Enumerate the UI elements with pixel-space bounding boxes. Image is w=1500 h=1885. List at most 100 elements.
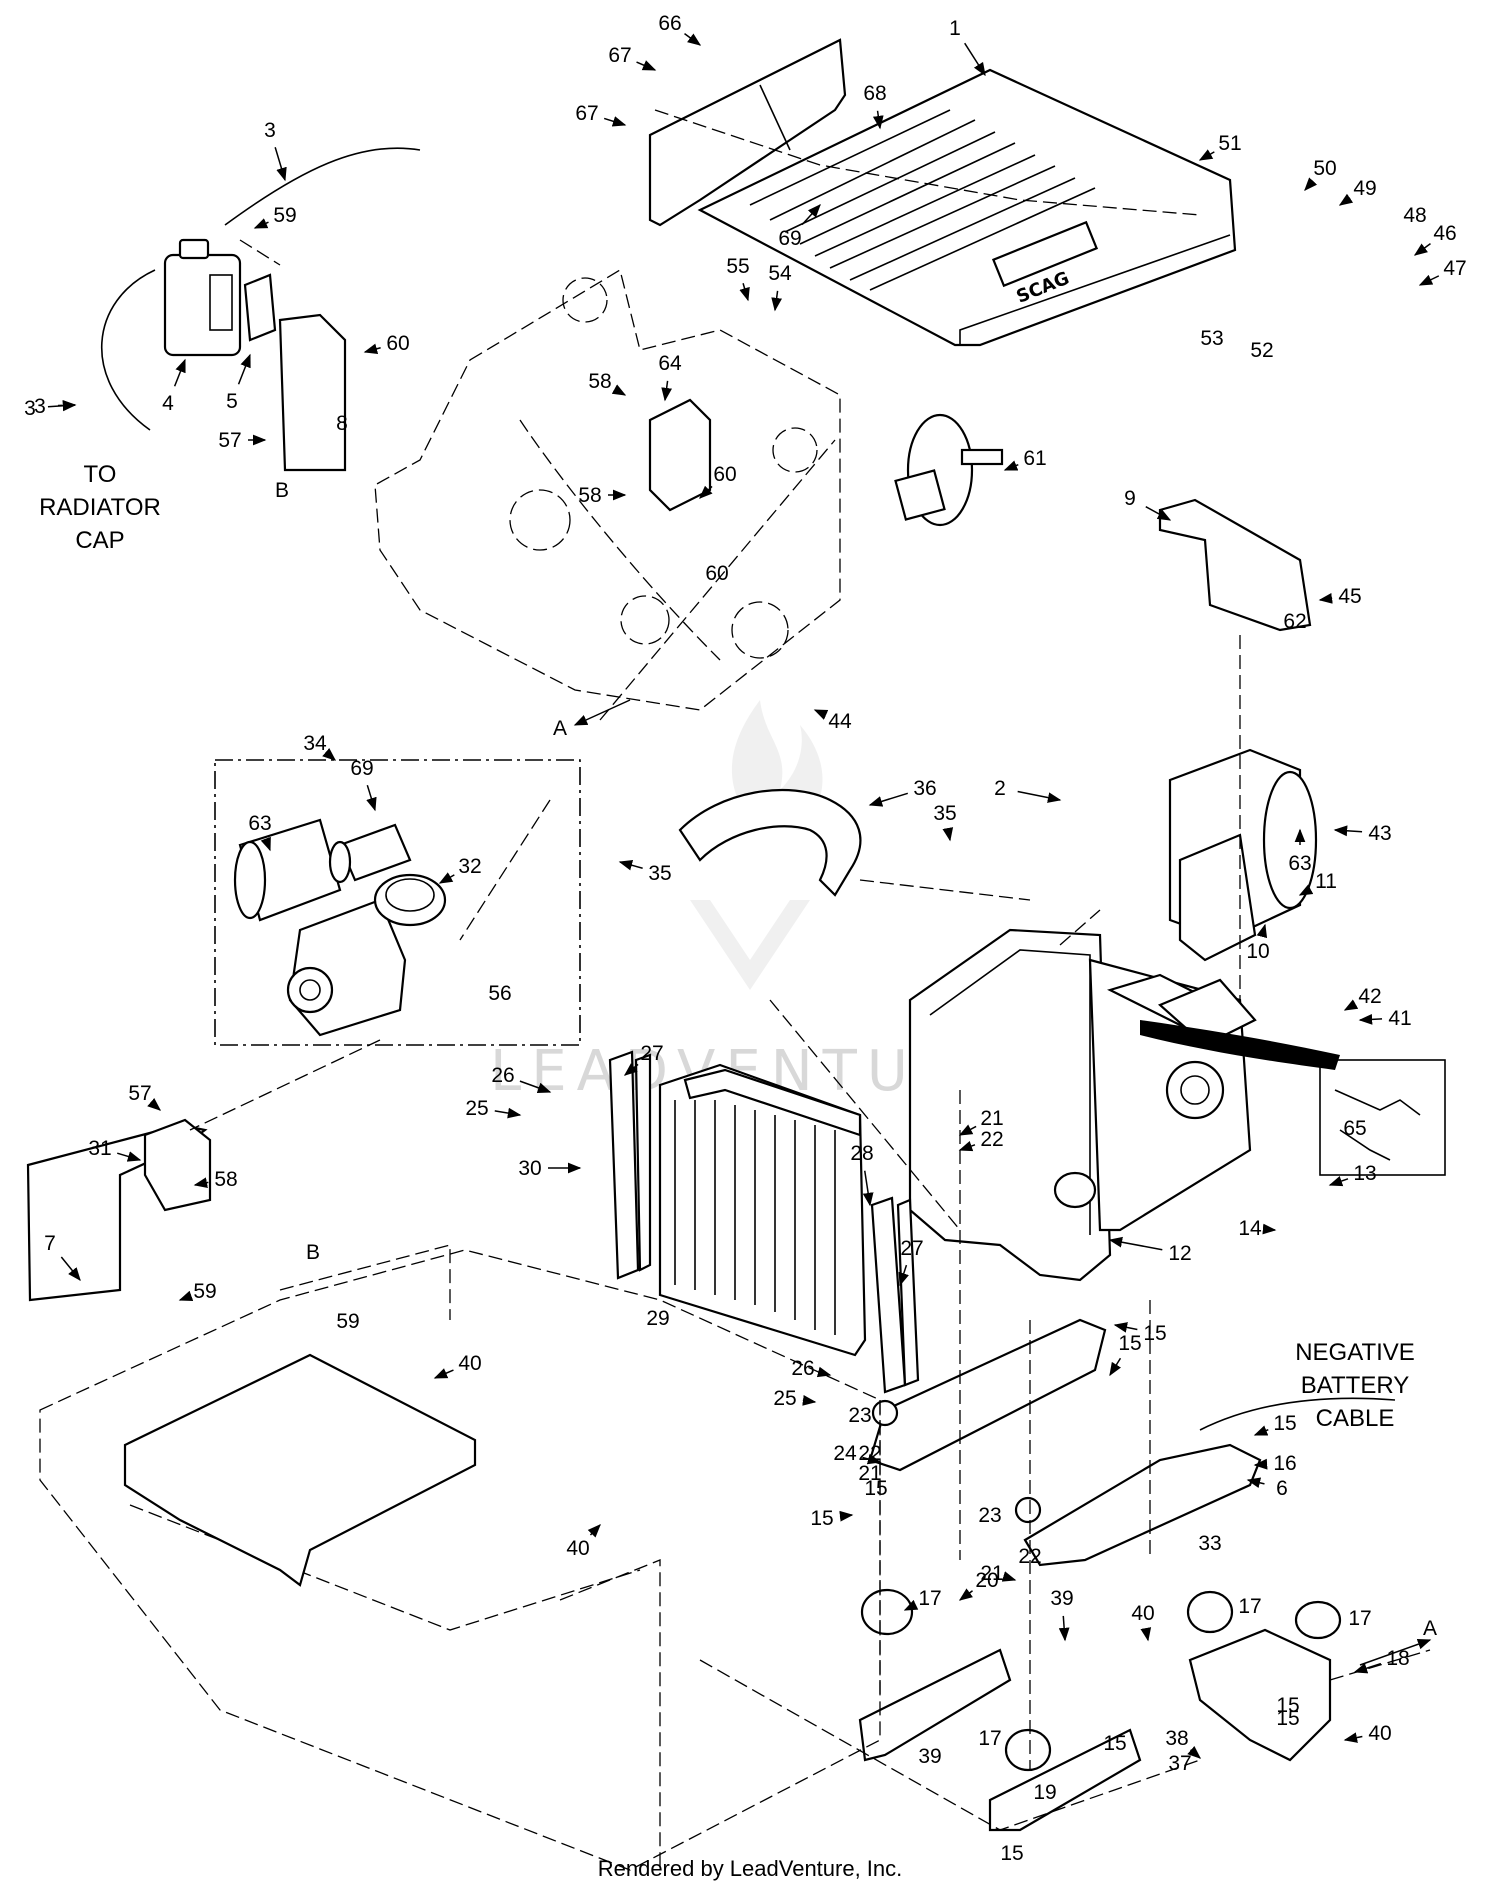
callout-leader [1145, 506, 1172, 521]
callout-label: 63 [248, 812, 271, 835]
callout-label: 29 [646, 1307, 669, 1330]
callout-2: 2 [994, 777, 1062, 803]
callout-49: 49 [1338, 177, 1377, 206]
callout-leader [237, 353, 251, 385]
callout-57: 57 [218, 429, 267, 452]
radiator-shroud [658, 1063, 867, 1357]
callout-leader [862, 1453, 882, 1465]
callout-50: 50 [1304, 157, 1337, 191]
callout-leader [958, 1140, 976, 1152]
callout-label: 15 [810, 1507, 833, 1530]
callout-label: 27 [640, 1042, 663, 1065]
callout-17: 17 [1238, 1595, 1261, 1618]
callout-label: 10 [1246, 940, 1269, 963]
callout-leader [1256, 923, 1268, 939]
callout-leader [363, 343, 381, 355]
callout-24: 24 [833, 1442, 882, 1465]
callout-label: 3 [264, 119, 276, 142]
hood-panel: SCAG [697, 68, 1237, 347]
callout-55: 55 [726, 255, 750, 302]
callout-leader [771, 290, 782, 312]
callout-leader [274, 147, 287, 182]
callout-label: 60 [386, 332, 409, 355]
detail-inset-part [1334, 1089, 1421, 1161]
callout-64: 64 [658, 352, 682, 402]
callout-40: 40 [1131, 1602, 1155, 1642]
callout-label: 54 [768, 262, 792, 285]
callout-leader [739, 283, 750, 302]
callout-label: 36 [913, 777, 936, 800]
callout-leader [519, 1080, 552, 1093]
callout-59: 59 [336, 1310, 359, 1333]
callout-label: 15 [1103, 1732, 1126, 1755]
callout-15: 15 [1253, 1412, 1297, 1436]
callout-leader [684, 33, 702, 46]
svg-text:CAP: CAP [75, 527, 124, 554]
callout-label: 59 [273, 204, 296, 227]
ref-arrow-a-right [1359, 1639, 1432, 1666]
callout-label: 12 [1168, 1242, 1191, 1265]
callout-leader [1343, 999, 1359, 1011]
muffler [1168, 748, 1318, 962]
callout-42: 42 [1343, 985, 1382, 1011]
callout-label: 22 [1018, 1545, 1041, 1568]
callout-label: 60 [705, 562, 728, 585]
callout-label: 57 [128, 1082, 151, 1105]
callout-leader [253, 218, 269, 229]
callout-label: 23 [978, 1504, 1001, 1527]
callout-22: 22 [1018, 1545, 1041, 1568]
callout-label: 14 [1238, 1217, 1262, 1240]
callout-23: 23 [848, 1404, 871, 1427]
callout-label: 69 [778, 227, 801, 250]
callout-leader [868, 792, 909, 807]
callout-label: 67 [608, 44, 631, 67]
callout-leader [1253, 1458, 1268, 1470]
callout-label: 38 [1165, 1727, 1188, 1750]
callout-leader [862, 1170, 874, 1207]
callout-label: 15 [864, 1477, 887, 1500]
callout-label: 24 [833, 1442, 857, 1465]
callout-5: 5 [226, 353, 251, 413]
callout-label: 15 [1118, 1332, 1141, 1355]
callout-label: 56 [488, 982, 511, 1005]
callout-leader [958, 1588, 973, 1601]
callout-65: 65 [1343, 1117, 1366, 1140]
callout-label: 43 [1368, 822, 1391, 845]
callout-label: 48 [1403, 204, 1426, 227]
callout-21: 21 [980, 1562, 1017, 1585]
callout-63: 63 [1288, 828, 1312, 875]
side-seal-right-inner [896, 1198, 920, 1387]
engine-mount-rail-right [1023, 1443, 1262, 1567]
callout-leader [366, 784, 377, 812]
ref-label-b-lower: B [306, 1241, 320, 1264]
callout-label: 30 [518, 1157, 541, 1180]
callout-20: 20 [958, 1569, 999, 1601]
callout-label: 34 [303, 732, 327, 755]
callout-51: 51 [1198, 132, 1242, 161]
callout-leader [1298, 884, 1314, 896]
callout-label: 15 [1143, 1322, 1166, 1345]
callout-11: 11 [1298, 870, 1337, 896]
callout-label: 26 [491, 1064, 514, 1087]
callout-21: 21 [858, 1462, 881, 1485]
callout-leader [1262, 1223, 1277, 1235]
callout-leader [117, 1151, 142, 1162]
callout-label: 51 [1218, 132, 1241, 155]
callout-18: 18 [1353, 1647, 1410, 1674]
callout-leader [1333, 825, 1363, 837]
callout-37: 37 [1168, 1752, 1191, 1775]
callout-label: 59 [336, 1310, 359, 1333]
callout-label: 7 [44, 1232, 56, 1255]
overflow-hose-upper [224, 147, 421, 226]
callout-label: 15 [1273, 1412, 1296, 1435]
callout-leader [260, 836, 271, 852]
callout-label: 60 [713, 463, 736, 486]
callout-label: 11 [1315, 870, 1337, 893]
callout-label: 47 [1443, 257, 1466, 280]
callout-label: 20 [975, 1569, 998, 1592]
callout-leader [433, 1368, 454, 1379]
callout-label: 17 [978, 1727, 1001, 1750]
callout-40: 40 [1343, 1722, 1392, 1745]
callout-leader [193, 1177, 209, 1188]
